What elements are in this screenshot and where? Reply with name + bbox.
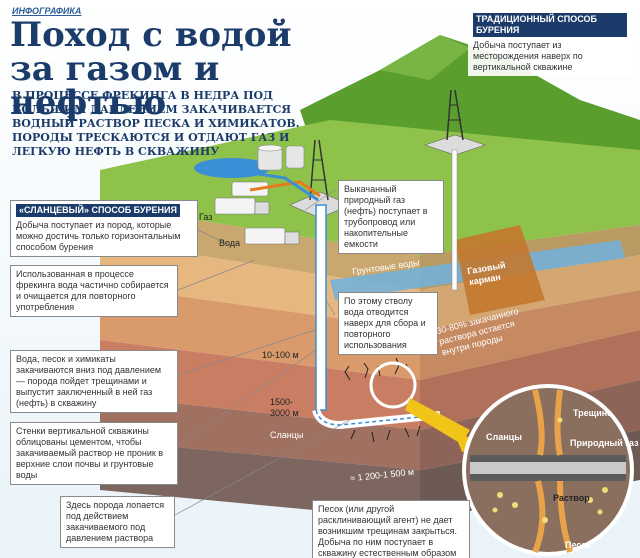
label-gas: Газ [199,212,213,222]
mountain-highlight [380,35,470,80]
rock-layer-1 [100,285,420,380]
detail-label-sand: Песок [565,540,592,550]
detail-pipe-bore [470,462,626,474]
rock-layer-2 [100,340,420,430]
label-depth-1: 10-100 м [262,350,299,360]
callout-pumped-gas: Выкачанный природный газ (нефть) поступа… [338,180,444,254]
callout-water-reuse: Использованная в процессе фрекинга вода … [10,265,178,317]
detail-label-solution: Раствор [553,493,590,503]
rock-layer-right-2 [420,330,640,430]
traditional-method-box: ТРАДИЦИОННЫЙ СПОСОБ БУРЕНИЯ Добыча посту… [468,10,632,76]
zoom-arrow [405,398,488,452]
rock-layer-3 [100,395,420,470]
shale-method-text: Добыча поступает из пород, которые можно… [16,220,181,252]
horizontal-well-flow [315,409,441,426]
traditional-method-header: ТРАДИЦИОННЫЙ СПОСОБ БУРЕНИЯ [473,13,627,37]
shale-method-box: «СЛАНЦЕВЫЙ» СПОСОБ БУРЕНИЯ Добыча поступ… [10,200,198,257]
detail-label-crack: Трещина [573,408,613,418]
water-pipe [231,168,319,202]
callout-cement: Стенки вертикальной скважины облицованы … [10,422,178,485]
kicker-label: ИНФОГРАФИКА [12,6,82,16]
leader-lines [174,189,351,516]
magnifier-ring [369,361,417,409]
callout-mixture: Вода, песок и химикаты закачиваются вниз… [10,350,178,413]
callout-rock-burst: Здесь порода лопается под действием зака… [60,496,175,548]
label-shale: Сланцы [270,430,304,440]
shale-method-header: «СЛАНЦЕВЫЙ» СПОСОБ БУРЕНИЯ [16,204,180,217]
page-title: Поход с водой за газом и нефтью [10,18,370,120]
title-line-1: Поход с водой [10,15,292,55]
storage-tanks [257,144,305,171]
sand-grains [492,417,608,523]
gas-pocket [455,225,545,315]
vertical-well [315,204,327,411]
rock-layer-right-1 [420,290,640,380]
label-water: Вода [219,238,241,248]
detail-label-shale: Сланцы [486,432,522,442]
traditional-rig [424,89,486,291]
detail-cracks [532,389,573,554]
gas-pipe [249,180,321,198]
lead-text: В процессе фрекинга в недра под большим … [12,89,300,158]
traditional-method-text: Добыча поступает из месторождения наверх… [473,40,583,72]
callout-shaft-water: По этому стволу вода отводится наверх дл… [338,292,438,355]
label-depth-2: 1500-3000 м [270,397,299,418]
detail-label-natural-gas: Природный газ [570,438,639,448]
callout-sand: Песок (или другой расклинивающий агент) … [312,500,470,558]
title-line-2: за газом и нефтью [10,49,220,123]
